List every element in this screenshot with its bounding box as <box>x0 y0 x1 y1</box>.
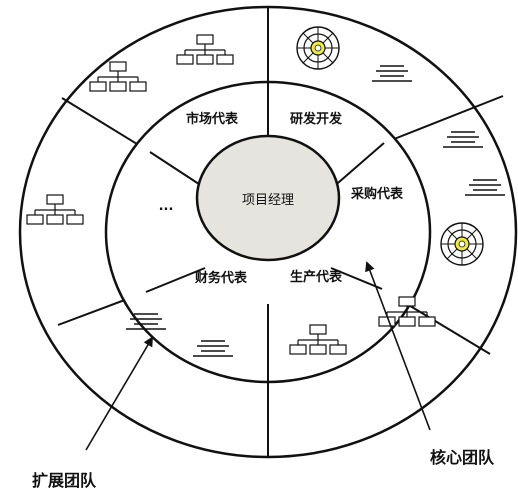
segment-label-purchasing: 采购代表 <box>350 186 404 202</box>
segment-label-production: 生产代表 <box>290 269 343 285</box>
core-team-arrow <box>365 261 431 431</box>
core-divider-upper-left <box>149 151 206 189</box>
segment-label-more: ... <box>159 199 174 214</box>
center-label: 项目经理 <box>242 193 294 208</box>
target-icon <box>296 26 340 70</box>
core-divider-lower-left <box>145 267 206 293</box>
segment-label-rnd: 研发开发 <box>290 111 343 127</box>
extended-team-label: 扩展团队 <box>32 471 97 490</box>
core-team-label: 核心团队 <box>430 448 495 467</box>
core-divider-upper-right <box>330 142 385 190</box>
divider-upper-right <box>383 95 504 144</box>
segment-label-finance: 财务代表 <box>195 270 248 286</box>
segment-label-market: 市场代表 <box>186 111 239 127</box>
outer-ring-dividers <box>57 7 504 457</box>
target-icon <box>440 222 484 266</box>
divider-upper-left <box>61 97 151 153</box>
extended-team-arrow <box>85 336 154 451</box>
core-divider-lower-right <box>330 267 383 290</box>
center-node <box>195 134 341 262</box>
